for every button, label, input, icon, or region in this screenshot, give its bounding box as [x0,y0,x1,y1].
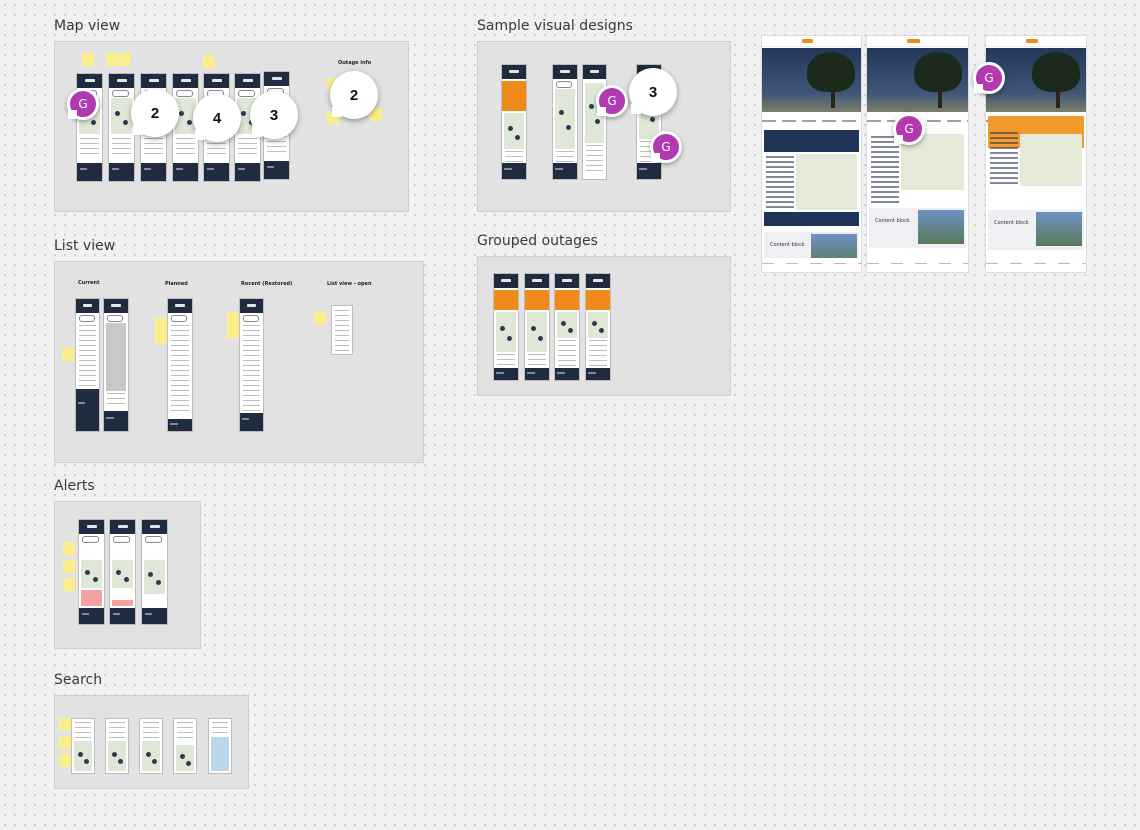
phone-mockup[interactable] [103,298,129,432]
comment-bubble[interactable]: 2 [131,89,179,137]
user-avatar-icon[interactable]: G [973,62,1005,94]
content-block-label: Content block [875,218,910,224]
sticky-note[interactable] [63,560,75,573]
section-title-map-view: Map view [54,18,121,34]
phone-mockup[interactable] [208,718,232,774]
column-label-recent: Recent (Restored) [241,281,293,287]
column-label-planned: Planned [165,281,188,287]
phone-mockup[interactable] [331,305,353,355]
section-title-alerts: Alerts [54,478,95,494]
sticky-note[interactable] [106,53,118,66]
desktop-mockup[interactable]: Content block [867,36,968,272]
column-label-list-open: List view - open [327,281,372,287]
comment-bubble[interactable]: 3 [629,68,677,116]
phone-mockup[interactable] [78,519,105,625]
phone-mockup[interactable] [173,718,197,774]
sticky-note[interactable] [59,736,71,749]
section-title-sample-visual-designs: Sample visual designs [477,18,633,34]
desktop-mockup[interactable]: Content block [762,36,861,272]
phone-mockup[interactable] [167,298,193,432]
sticky-note[interactable] [62,348,74,361]
grouped-outages-frame[interactable] [477,256,731,396]
list-view-frame[interactable]: Current Planned Recent (Restored) List v… [54,261,424,463]
phone-mockup[interactable] [582,64,607,180]
content-block-label: Content block [994,220,1029,226]
sample-visual-designs-frame[interactable] [477,41,731,212]
user-avatar-icon[interactable]: G [650,131,682,163]
section-title-grouped-outages: Grouped outages [477,233,598,249]
section-title-list-view: List view [54,238,116,254]
phone-mockup[interactable] [493,273,519,381]
phone-mockup[interactable] [139,718,163,774]
phone-mockup[interactable] [501,64,527,180]
phone-mockup[interactable] [524,273,550,381]
phone-mockup[interactable] [108,73,135,182]
comment-bubble[interactable]: 3 [250,91,298,139]
sticky-note[interactable] [227,312,242,338]
content-block-label: Content block [770,242,805,248]
sticky-note[interactable] [63,578,75,591]
comment-bubble[interactable]: 4 [193,94,241,142]
sticky-note[interactable] [59,718,71,731]
comment-bubble[interactable]: 2 [330,71,378,119]
column-label-current: Current [78,280,100,286]
phone-mockup[interactable] [239,298,264,432]
sticky-note[interactable] [63,542,75,555]
phone-mockup[interactable] [75,298,100,432]
search-frame[interactable] [54,695,249,789]
sticky-note[interactable] [119,53,131,66]
sticky-note[interactable] [155,318,170,344]
user-avatar-icon[interactable]: G [893,113,925,145]
sticky-note[interactable] [59,754,71,767]
sticky-note[interactable] [370,108,382,121]
user-avatar-icon[interactable]: G [596,85,628,117]
phone-mockup[interactable] [141,519,168,625]
phone-mockup[interactable] [105,718,129,774]
sticky-note[interactable] [314,311,326,324]
phone-mockup[interactable] [109,519,136,625]
sticky-note[interactable] [203,55,215,68]
user-avatar-icon[interactable]: G [67,88,99,120]
phone-mockup[interactable] [552,64,578,180]
phone-mockup[interactable] [71,718,95,774]
alerts-frame[interactable] [54,501,201,649]
outage-info-label: Outage info [338,60,372,66]
phone-mockup[interactable] [585,273,611,381]
sticky-note[interactable] [82,53,94,66]
phone-mockup[interactable] [554,273,580,381]
desktop-mockup[interactable]: Content block [986,36,1086,272]
section-title-search: Search [54,672,103,688]
